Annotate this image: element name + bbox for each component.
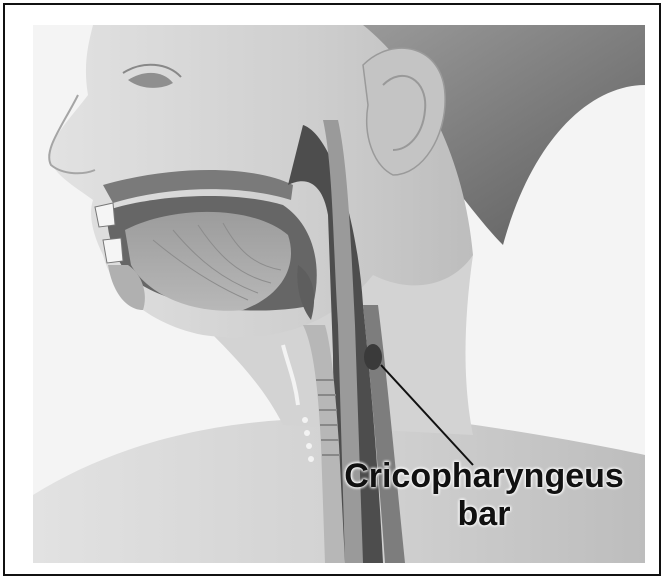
cricopharyngeus-bar bbox=[364, 344, 382, 370]
upper-teeth bbox=[95, 203, 115, 227]
callout-line-2: bar bbox=[329, 495, 639, 533]
lower-teeth bbox=[103, 238, 123, 263]
figure-frame: Cricopharyngeus bar bbox=[3, 3, 661, 576]
callout-line-1: Cricopharyngeus bbox=[329, 457, 639, 495]
callout-label: Cricopharyngeus bar bbox=[329, 457, 639, 533]
